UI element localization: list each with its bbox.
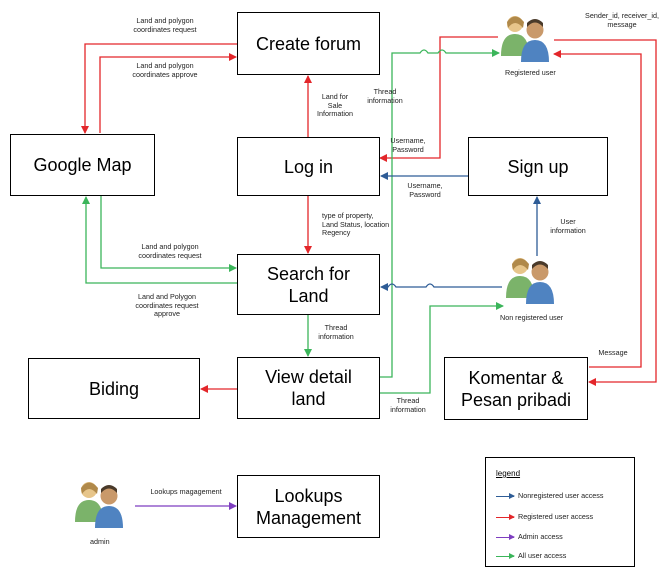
- label-forum-approve: Land and polygon coordinates approve: [132, 61, 198, 79]
- legend-item-registered: Registered user access: [496, 512, 593, 521]
- label-username-password-reg: Username, Password: [390, 136, 426, 154]
- sign-up-box: Sign up: [468, 137, 608, 196]
- label-thread-info-mid: Thread information: [318, 323, 354, 341]
- label-forum-request: Land and polygon coordinates request: [133, 16, 197, 34]
- arrow-map-approve: [82, 196, 237, 284]
- legend-label: Admin access: [518, 532, 563, 541]
- log-in-box: Log in: [237, 137, 380, 196]
- non-registered-user-icon: [506, 258, 554, 304]
- google-map-box: Google Map: [10, 134, 155, 196]
- admin-caption: admin: [90, 537, 110, 546]
- legend-swatch: [496, 492, 515, 499]
- label-map-approve: Land and Polygon coordinates request app…: [135, 292, 199, 319]
- legend-item-admin: Admin access: [496, 532, 563, 541]
- legend-item-all: All user access: [496, 551, 566, 560]
- arrow-registered-login: [379, 36, 498, 162]
- legend-swatch: [496, 513, 515, 520]
- non-registered-user-caption: Non registered user: [500, 313, 564, 322]
- arrow-nonregistered-search: [380, 283, 502, 291]
- label-thread-info-top: Thread information: [367, 87, 403, 105]
- label-thread-info-bottom: Thread information: [390, 396, 426, 414]
- registered-user-caption: Registered user: [505, 68, 556, 77]
- komentar-pesan-box: Komentar & Pesan pribadi: [444, 357, 588, 420]
- label-land-for-sale: Land for Sale Information: [317, 92, 353, 119]
- label-type-of-property: type of property, Land Status, location …: [322, 211, 390, 238]
- admin-icon: [75, 482, 123, 528]
- legend-swatch: [496, 533, 515, 540]
- legend-label: Registered user access: [518, 512, 594, 521]
- legend-swatch: [496, 552, 515, 559]
- view-detail-land-box: View detail land: [237, 357, 380, 419]
- arrow-map-request: [100, 196, 237, 272]
- arrow-forum-request: [81, 43, 237, 134]
- label-sender-info: Sender_id, receiver_id, message: [585, 11, 659, 29]
- arrow-message-return: [553, 50, 642, 368]
- legend-label: All user access: [518, 551, 567, 560]
- legend-label: Nonregistered user access: [518, 491, 604, 500]
- arrow-sender-message: [554, 39, 657, 386]
- legend-title: legend: [496, 469, 521, 478]
- label-map-request: Land and polygon coordinates request: [138, 242, 202, 260]
- create-forum-box: Create forum: [237, 12, 380, 75]
- label-user-information: User information: [550, 217, 586, 235]
- arrow-thread-to-registered: [379, 49, 500, 378]
- label-lookups-management: Lookups magagement: [150, 487, 222, 496]
- search-for-land-box: Search for Land: [237, 254, 380, 315]
- legend-item-nonregistered: Nonregistered user access: [496, 491, 604, 500]
- arrow-thread-to-nonregistered: [379, 302, 504, 394]
- label-username-password-signup: Username, Password: [407, 181, 443, 199]
- registered-user-icon: [501, 16, 549, 62]
- legend-panel: legend Nonregistered user access Registe…: [485, 457, 635, 567]
- label-message: Message: [598, 348, 628, 357]
- lookups-management-box: Lookups Management: [237, 475, 380, 538]
- biding-box: Biding: [28, 358, 200, 419]
- arrow-forum-approve: [99, 53, 237, 133]
